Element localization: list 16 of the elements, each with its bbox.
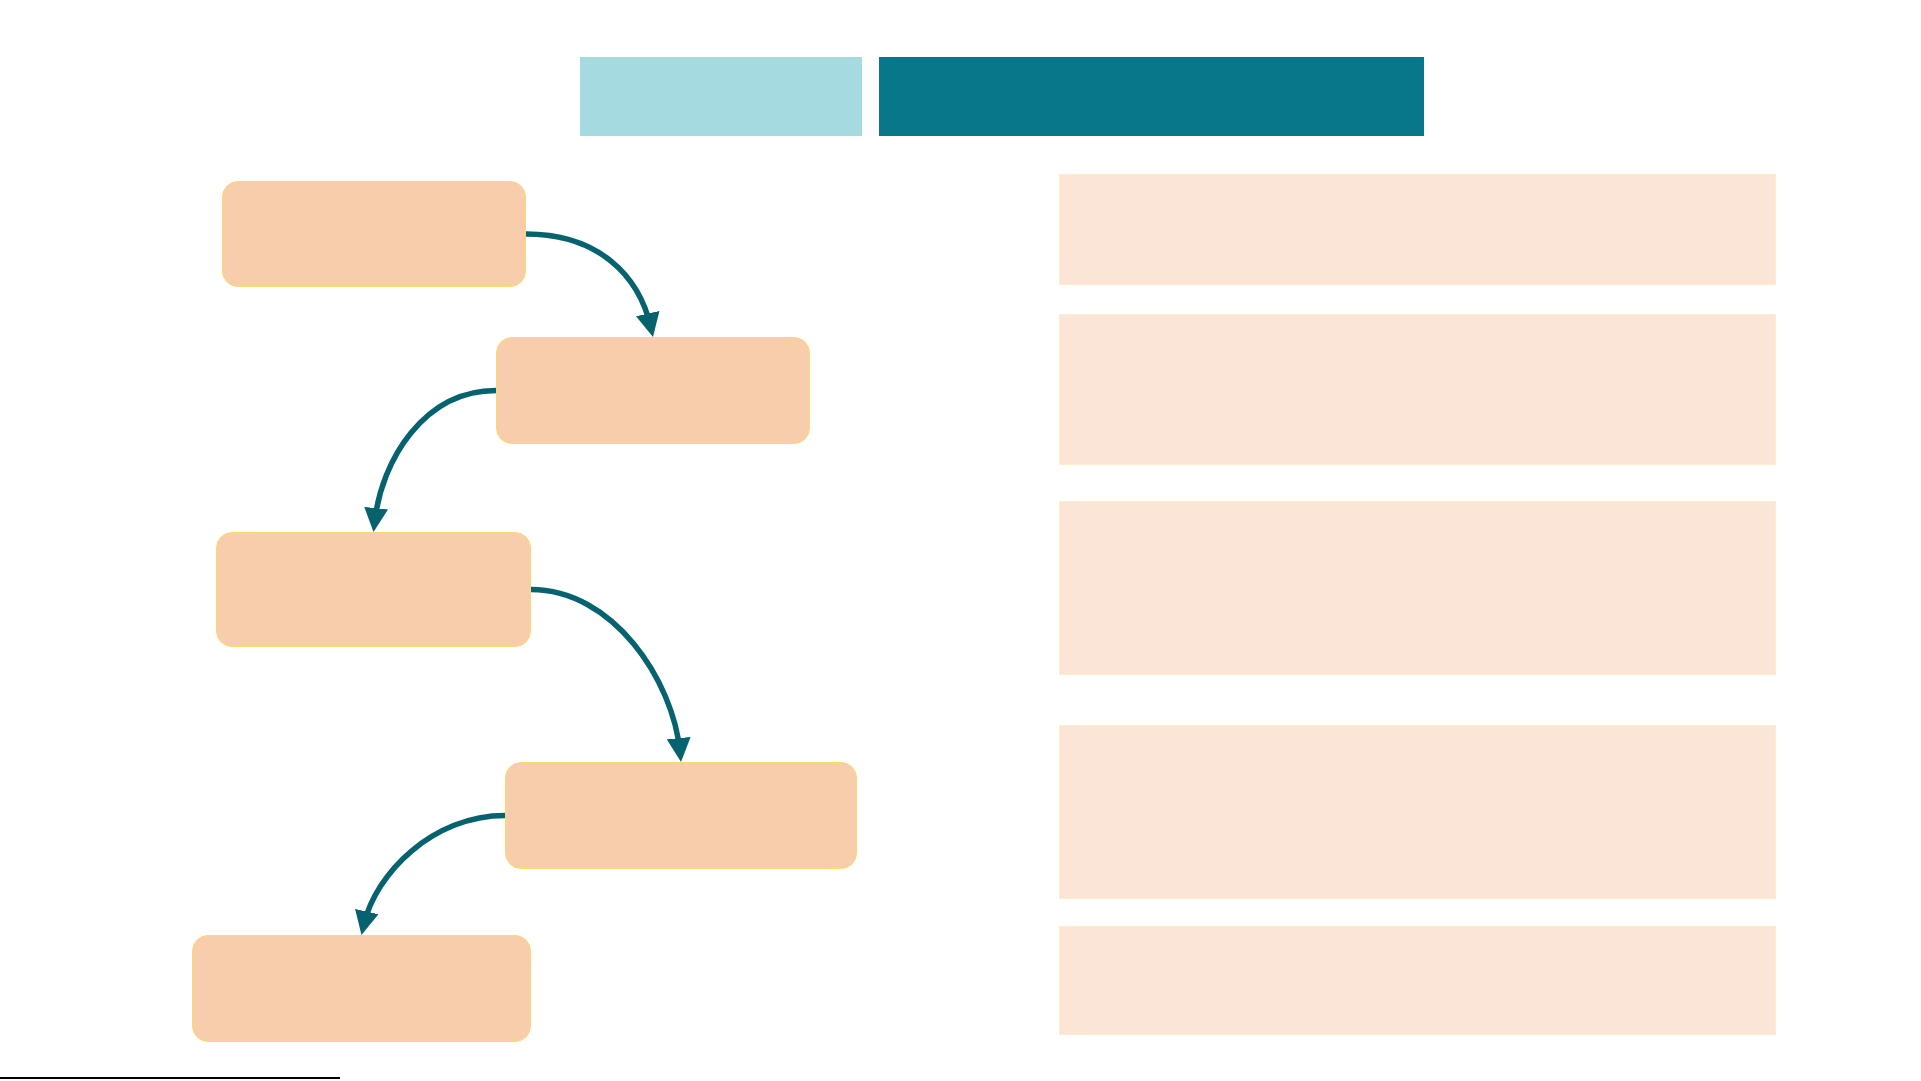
text-panel bbox=[1059, 501, 1776, 675]
arrow bbox=[525, 231, 659, 337]
arrow bbox=[356, 812, 506, 935]
header-bar bbox=[580, 57, 862, 136]
process-box bbox=[505, 762, 857, 869]
text-panel bbox=[1059, 174, 1776, 285]
process-box bbox=[496, 337, 810, 444]
process-box bbox=[192, 935, 531, 1042]
header-bar bbox=[879, 57, 1424, 136]
text-panel bbox=[1059, 926, 1776, 1035]
text-panel bbox=[1059, 314, 1776, 465]
text-panel bbox=[1059, 725, 1776, 899]
arrow bbox=[364, 387, 497, 532]
process-box bbox=[216, 532, 531, 647]
process-box bbox=[222, 181, 526, 287]
arrow bbox=[530, 586, 690, 762]
